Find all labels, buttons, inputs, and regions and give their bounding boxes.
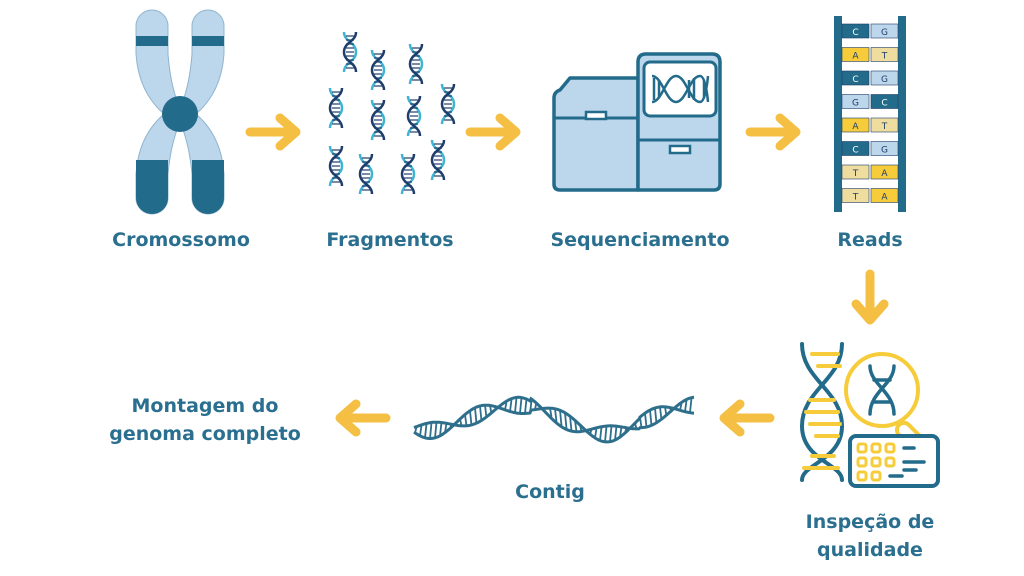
base-left: T — [852, 193, 859, 203]
dna-fragment-icon — [430, 139, 446, 181]
step-label-contig: Contig — [515, 481, 585, 503]
strand-b — [413, 395, 695, 434]
step-label-assembly-line1: Montagem do — [131, 395, 279, 417]
backbone-left — [834, 16, 842, 212]
step-label-assembly-line2: genoma completo — [109, 423, 301, 445]
base-left: G — [852, 99, 859, 109]
chromosome-icon — [135, 9, 225, 215]
step-label-quality-line1: Inspeção de — [805, 511, 935, 533]
step-label-quality: Inspeção de qualidade — [780, 508, 960, 564]
dna-fragment-icon — [370, 99, 386, 141]
step-label-fragments: Fragmentos — [326, 229, 454, 251]
step-label-assembly: Montagem do genoma completo — [90, 392, 320, 448]
base-left: C — [852, 75, 858, 85]
base-right: G — [881, 146, 888, 156]
arrow-right-icon — [465, 113, 521, 151]
base-right: T — [881, 122, 888, 132]
base-right: G — [881, 28, 888, 38]
quality-inspection-icon — [799, 342, 940, 488]
arrow-left-icon — [335, 399, 391, 437]
dna-fragment-icon — [328, 87, 344, 129]
base-right: C — [881, 99, 887, 109]
base-right: A — [881, 169, 888, 179]
step-label-chromosome: Cromossomo — [112, 229, 250, 251]
base-left: A — [852, 52, 859, 62]
dna-fragment-icon — [400, 153, 416, 195]
dna-fragment-icon — [370, 49, 386, 91]
base-left: C — [852, 28, 858, 38]
dna-fragment-icon — [358, 153, 374, 195]
step-label-sequencing: Sequenciamento — [550, 229, 730, 251]
base-right: T — [881, 52, 888, 62]
arrow-down-icon — [851, 269, 889, 325]
dna-fragment-icon — [342, 31, 358, 73]
base-left: T — [852, 169, 859, 179]
base-right: G — [881, 75, 888, 85]
step-label-reads: Reads — [837, 229, 903, 251]
dna-fragment-icon — [328, 145, 344, 187]
dna-fragments-icon — [328, 31, 456, 195]
dna-fragment-icon — [408, 43, 424, 85]
strand-a — [413, 403, 694, 444]
base-left: A — [852, 122, 859, 132]
dna-fragment-icon — [406, 95, 422, 137]
dna-strand-icon — [413, 395, 695, 444]
base-right: A — [881, 193, 888, 203]
backbone-right — [898, 16, 906, 212]
sequencer-machine-icon — [552, 52, 722, 192]
arrow-right-icon — [245, 113, 301, 151]
dna-fragment-icon — [440, 83, 456, 125]
base-left: C — [852, 146, 858, 156]
arrow-right-icon — [745, 113, 801, 151]
step-label-quality-line2: qualidade — [817, 539, 923, 561]
arrow-left-icon — [719, 399, 775, 437]
